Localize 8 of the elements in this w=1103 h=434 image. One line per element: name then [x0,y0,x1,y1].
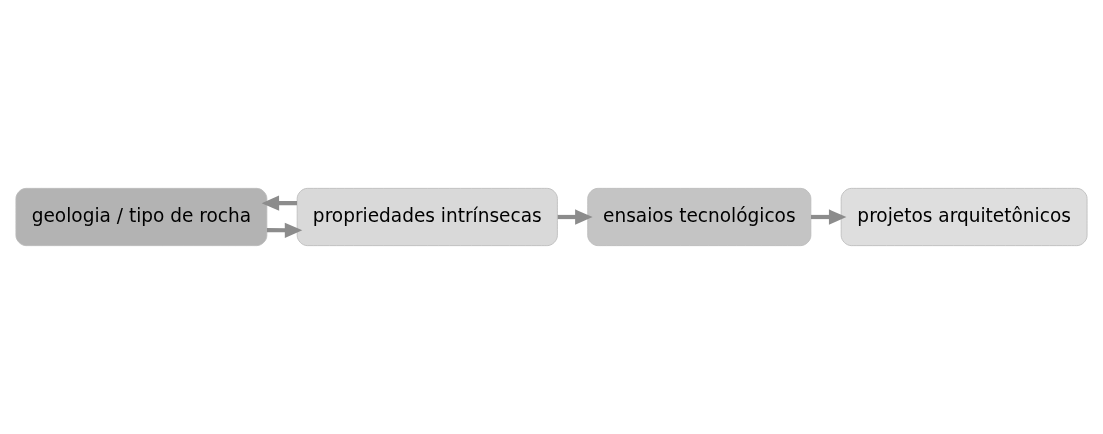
node-box: propriedades intrínsecas [296,187,558,247]
node-box: geologia / tipo de rocha [15,187,268,247]
arrow [261,195,298,211]
arrow [810,209,847,225]
node-box: ensaios tecnológicos [587,187,812,247]
arrow [266,222,303,238]
arrow [557,209,593,225]
node-box: projetos arquitetônicos [840,187,1088,247]
